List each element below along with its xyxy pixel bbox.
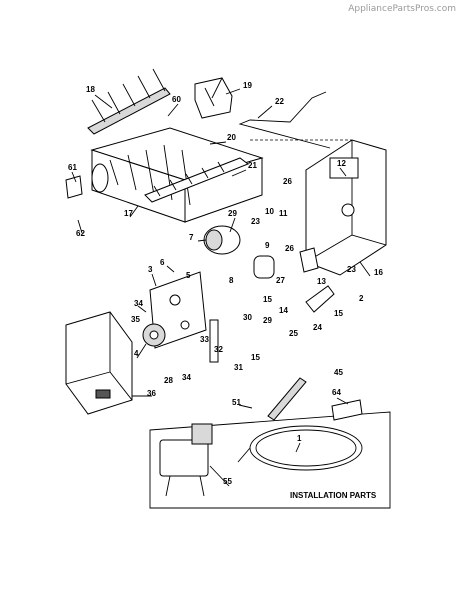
shutoff-arm-part bbox=[238, 91, 331, 149]
callout-12: 12 bbox=[337, 159, 346, 168]
cover-part bbox=[194, 77, 233, 119]
callout-55: 55 bbox=[223, 477, 232, 486]
callout-36: 36 bbox=[147, 389, 156, 398]
callout-23b: 23 bbox=[347, 265, 356, 274]
callout-26a: 26 bbox=[283, 177, 292, 186]
callout-3: 3 bbox=[148, 265, 153, 274]
installation-parts-label: INSTALLATION PARTS bbox=[290, 491, 377, 500]
callout-27: 27 bbox=[276, 276, 285, 285]
callout-60: 60 bbox=[172, 95, 181, 104]
callout-16: 16 bbox=[374, 268, 383, 277]
callout-45: 45 bbox=[334, 368, 343, 377]
fill-tube-part bbox=[267, 377, 307, 421]
callout-9: 9 bbox=[265, 241, 270, 250]
housing-part bbox=[250, 139, 387, 276]
callout-22: 22 bbox=[275, 97, 284, 106]
ice-stripper-part bbox=[144, 157, 250, 203]
callout-26b: 26 bbox=[285, 244, 294, 253]
callout-25: 25 bbox=[289, 329, 298, 338]
callout-5: 5 bbox=[186, 271, 191, 280]
callout-29b: 29 bbox=[263, 316, 272, 325]
callout-17: 17 bbox=[124, 209, 133, 218]
callout-4: 4 bbox=[134, 349, 139, 358]
callout-61: 61 bbox=[68, 163, 77, 172]
callout-32: 32 bbox=[214, 345, 223, 354]
callout-15c: 15 bbox=[251, 353, 260, 362]
support-part bbox=[209, 319, 219, 363]
callout-30: 30 bbox=[243, 313, 252, 322]
callout-2: 2 bbox=[359, 294, 364, 303]
callout-34a: 34 bbox=[134, 299, 143, 308]
callout-13: 13 bbox=[317, 277, 326, 286]
callout-33: 33 bbox=[200, 335, 209, 344]
callout-10: 10 bbox=[265, 207, 274, 216]
callout-28: 28 bbox=[164, 376, 173, 385]
callout-14: 14 bbox=[279, 306, 288, 315]
clamp-part bbox=[331, 399, 363, 421]
callout-11: 11 bbox=[279, 209, 288, 218]
shield-part bbox=[65, 175, 83, 199]
callout-1: 1 bbox=[297, 434, 302, 443]
motor-part bbox=[203, 225, 241, 255]
callout-51: 51 bbox=[232, 398, 241, 407]
water-valve-part bbox=[159, 423, 213, 497]
callout-34b: 34 bbox=[182, 373, 191, 382]
installation-parts-box bbox=[149, 411, 391, 509]
harness-part bbox=[305, 285, 335, 313]
water-line-part bbox=[237, 425, 363, 471]
callout-15b: 15 bbox=[334, 309, 343, 318]
callout-35: 35 bbox=[131, 315, 140, 324]
callout-21: 21 bbox=[248, 161, 257, 170]
callout-18: 18 bbox=[86, 85, 95, 94]
callout-31: 31 bbox=[234, 363, 243, 372]
callout-20: 20 bbox=[227, 133, 236, 142]
watermark: AppliancePartsPros.com bbox=[348, 4, 456, 14]
switch-part bbox=[299, 247, 319, 273]
callout-8: 8 bbox=[229, 276, 234, 285]
ejector-part bbox=[87, 68, 171, 135]
callout-7: 7 bbox=[189, 233, 194, 242]
gear-part bbox=[142, 323, 166, 347]
callout-62: 62 bbox=[76, 229, 85, 238]
callout-24: 24 bbox=[313, 323, 322, 332]
mounting-plate-part bbox=[149, 271, 207, 349]
callout-23a: 23 bbox=[251, 217, 260, 226]
ice-mold-part bbox=[90, 127, 264, 223]
callout-15a: 15 bbox=[263, 295, 272, 304]
callout-29a: 29 bbox=[228, 209, 237, 218]
callout-64: 64 bbox=[332, 388, 341, 397]
callout-19: 19 bbox=[243, 81, 252, 90]
thermostat-part bbox=[253, 255, 275, 279]
callout-6: 6 bbox=[160, 258, 165, 267]
front-cover-part bbox=[65, 311, 133, 415]
